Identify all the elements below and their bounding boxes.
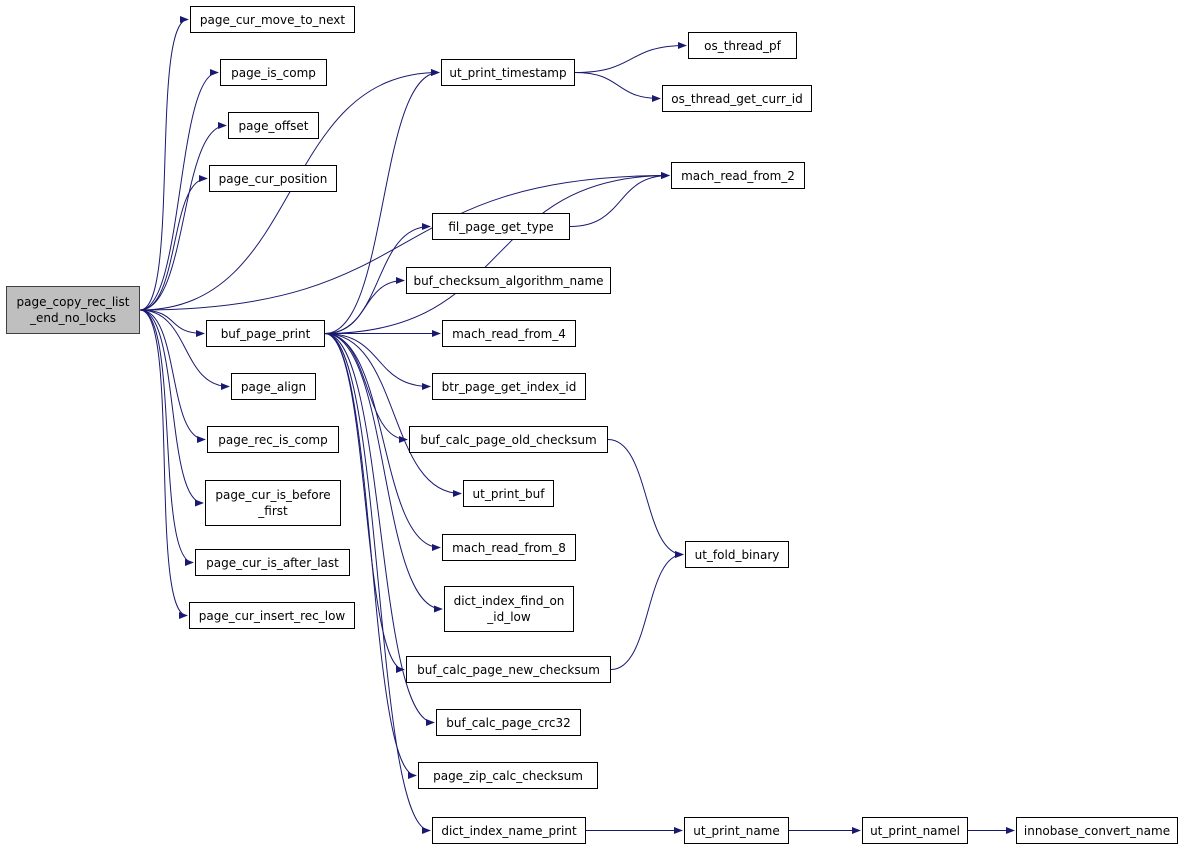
function-node-n28[interactable]: ut_print_name — [684, 817, 789, 844]
call-edge — [574, 72, 661, 103]
function-label: ut_print_timestamp — [449, 65, 567, 80]
function-label: _id_low — [487, 610, 531, 624]
function-node-n9[interactable]: page_cur_is_after_last — [195, 549, 350, 576]
call-edge — [139, 309, 188, 620]
function-node-n3[interactable]: page_offset — [228, 112, 319, 139]
function-label: page_zip_calc_checksum — [433, 768, 583, 783]
function-node-n17[interactable]: buf_calc_page_old_checksum — [409, 426, 608, 453]
function-label: buf_page_print — [220, 326, 311, 341]
call-edge — [610, 550, 684, 670]
function-label: mach_read_from_2 — [681, 168, 795, 183]
function-node-n6[interactable]: page_align — [231, 373, 316, 400]
function-label: _end_no_locks — [29, 311, 117, 325]
function-label: ut_print_buf — [472, 486, 545, 501]
function-label: page_rec_is_comp — [218, 432, 328, 447]
call-edge — [574, 41, 687, 73]
function-node-n22[interactable]: buf_calc_page_crc32 — [436, 709, 581, 736]
function-label: mach_read_from_4 — [452, 326, 566, 341]
call-edge — [324, 171, 670, 334]
function-label: ut_fold_binary — [694, 547, 780, 562]
function-node-n16[interactable]: btr_page_get_index_id — [432, 373, 586, 400]
function-label: buf_calc_page_new_checksum — [417, 662, 600, 677]
function-label: page_align — [240, 379, 307, 394]
function-label: ut_print_namel — [870, 823, 960, 838]
function-label: page_offset — [238, 118, 309, 133]
function-label: page_cur_is_before — [215, 488, 331, 502]
call-edge — [324, 333, 435, 727]
function-label: page_cur_position — [218, 171, 328, 186]
function-node-n19[interactable]: mach_read_from_8 — [442, 534, 576, 561]
call-edge — [324, 333, 462, 498]
call-edge — [139, 309, 206, 444]
call-edge — [139, 171, 670, 311]
function-label: ut_print_name — [693, 823, 780, 838]
function-label: mach_read_from_8 — [452, 540, 566, 555]
function-label: page_cur_is_after_last — [206, 555, 339, 570]
function-node-n10[interactable]: page_cur_insert_rec_low — [189, 602, 355, 629]
call-edge — [139, 174, 208, 311]
function-label: buf_calc_page_old_checksum — [420, 432, 597, 447]
call-edge — [324, 276, 405, 334]
function-node-n21[interactable]: buf_calc_page_new_checksum — [406, 656, 611, 683]
function-label: page_is_comp — [231, 65, 316, 80]
function-node-n14[interactable]: buf_checksum_algorithm_name — [406, 267, 611, 294]
function-node-n29[interactable]: ut_print_namel — [862, 817, 968, 844]
function-label: dict_index_find_on — [453, 594, 565, 608]
call-edge — [324, 333, 431, 835]
function-node-n2[interactable]: page_is_comp — [220, 59, 327, 86]
edge-layer — [139, 15, 1015, 835]
function-node-n20[interactable]: dict_index_find_on _id_low — [444, 586, 574, 632]
call-edge — [324, 333, 431, 391]
call-edge — [324, 333, 417, 780]
call-edge — [139, 309, 204, 507]
call-edge — [139, 68, 219, 311]
function-node-n13[interactable]: fil_page_get_type — [432, 213, 570, 240]
function-node-n11[interactable]: ut_print_timestamp — [441, 59, 575, 86]
function-node-n23[interactable]: page_zip_calc_checksum — [418, 762, 598, 789]
function-node-n27[interactable]: ut_fold_binary — [685, 541, 789, 568]
function-node-n12[interactable]: mach_read_from_2 — [671, 162, 805, 189]
function-node-n7[interactable]: page_rec_is_comp — [207, 426, 339, 453]
call-edge — [324, 68, 440, 334]
function-node-n5[interactable]: buf_page_print — [206, 320, 325, 347]
function-label: buf_calc_page_crc32 — [446, 715, 571, 730]
function-label: page_cur_move_to_next — [199, 12, 346, 27]
function-node-n24[interactable]: dict_index_name_print — [432, 817, 586, 844]
function-label: _first — [258, 504, 288, 518]
call-edge — [139, 15, 189, 311]
call-edge — [607, 439, 684, 559]
function-label: buf_checksum_algorithm_name — [413, 273, 604, 288]
call-edge — [139, 309, 230, 391]
function-label: page_copy_rec_list — [16, 295, 130, 309]
function-node-n8[interactable]: page_cur_is_before _first — [205, 480, 341, 526]
function-node-n15[interactable]: mach_read_from_4 — [442, 320, 576, 347]
root-function-node: page_copy_rec_list _end_no_locks — [6, 286, 140, 334]
function-node-n1[interactable]: page_cur_move_to_next — [190, 6, 355, 33]
function-label: fil_page_get_type — [448, 219, 554, 234]
function-label: innobase_convert_name — [1023, 823, 1171, 838]
call-edge — [569, 171, 670, 227]
call-edge — [139, 309, 194, 567]
function-label: dict_index_name_print — [441, 823, 577, 838]
call-edge — [139, 309, 205, 338]
function-label: page_cur_insert_rec_low — [198, 608, 346, 623]
call-edge — [324, 333, 443, 613]
function-node-n30[interactable]: innobase_convert_name — [1016, 817, 1178, 844]
function-node-n4[interactable]: page_cur_position — [209, 165, 337, 192]
function-node-n18[interactable]: ut_print_buf — [463, 480, 554, 507]
call-edge — [324, 333, 408, 444]
function-node-n26[interactable]: os_thread_get_curr_id — [662, 85, 812, 112]
call-edge — [139, 121, 227, 311]
function-label: os_thread_pf — [704, 38, 781, 53]
function-label: os_thread_get_curr_id — [671, 91, 803, 106]
function-node-n25[interactable]: os_thread_pf — [688, 32, 797, 59]
function-label: btr_page_get_index_id — [441, 379, 577, 394]
call-edge — [324, 333, 441, 552]
